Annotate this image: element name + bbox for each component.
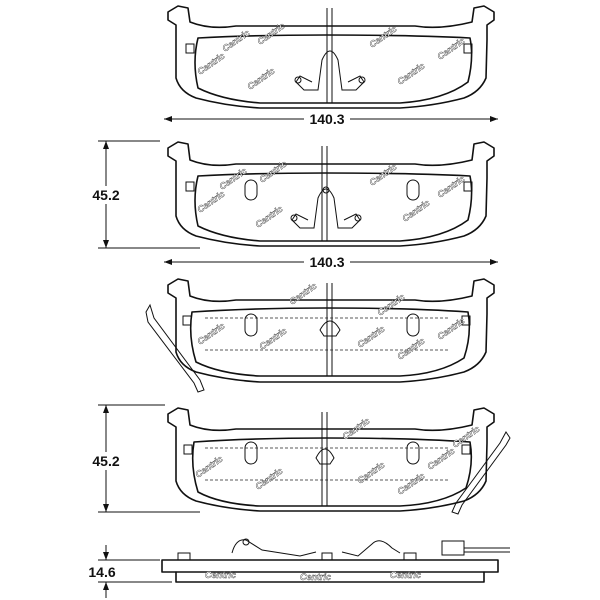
svg-text:Centric: Centric (220, 28, 251, 54)
svg-text:Centric: Centric (300, 572, 331, 582)
svg-text:Centric: Centric (217, 166, 248, 192)
svg-text:Centric: Centric (367, 24, 398, 50)
dimension-label-thickness: 14.6 (88, 564, 115, 580)
svg-text:Centric: Centric (450, 424, 481, 450)
svg-text:Centric: Centric (390, 570, 421, 580)
svg-text:Centric: Centric (257, 326, 288, 352)
dimension-label-width-top: 140.3 (309, 111, 344, 127)
pad-4: Centric Centric Centric Centric Centric … (167, 407, 511, 515)
svg-text:Centric: Centric (245, 66, 276, 92)
svg-text:Centric: Centric (253, 204, 284, 230)
svg-text:Centric: Centric (195, 189, 226, 215)
svg-text:Centric: Centric (193, 454, 224, 480)
svg-text:Centric: Centric (375, 292, 406, 318)
svg-text:Centric: Centric (253, 466, 284, 492)
pad-side-view: Centric Centric Centric (161, 538, 510, 583)
svg-text:Centric: Centric (355, 460, 386, 486)
svg-text:Centric: Centric (395, 61, 426, 87)
svg-text:Centric: Centric (395, 336, 426, 362)
svg-text:Centric: Centric (425, 446, 456, 472)
svg-text:Centric: Centric (257, 159, 288, 185)
svg-text:Centric: Centric (195, 321, 226, 347)
svg-text:Centric: Centric (400, 198, 431, 224)
svg-text:Centric: Centric (255, 21, 286, 47)
svg-text:Centric: Centric (435, 174, 466, 200)
dimension-label-height-upper: 45.2 (92, 187, 119, 203)
svg-text:Centric: Centric (435, 316, 466, 342)
svg-text:Centric: Centric (435, 36, 466, 62)
svg-text:Centric: Centric (367, 162, 398, 188)
dimension-label-width-middle: 140.3 (309, 254, 344, 270)
dimension-width-middle: 140.3 (164, 253, 498, 271)
pad-3: Centric Centric Centric Centric Centric … (145, 278, 495, 393)
svg-text:Centric: Centric (355, 324, 386, 350)
svg-text:Centric: Centric (195, 51, 226, 77)
dimension-label-height-lower: 45.2 (92, 453, 119, 469)
pad-2: Centric Centric Centric Centric Centric … (167, 141, 495, 247)
dimension-width-top: 140.3 (164, 110, 498, 128)
dimension-height-upper: 45.2 (84, 140, 200, 249)
svg-text:Centric: Centric (287, 281, 318, 307)
svg-text:Centric: Centric (205, 570, 236, 580)
svg-text:Centric: Centric (395, 471, 426, 497)
pad-1: Centric Centric Centric Centric Centric … (167, 5, 495, 109)
dimension-height-lower: 45.2 (84, 404, 200, 513)
dimension-thickness: 14.6 (88, 545, 172, 598)
